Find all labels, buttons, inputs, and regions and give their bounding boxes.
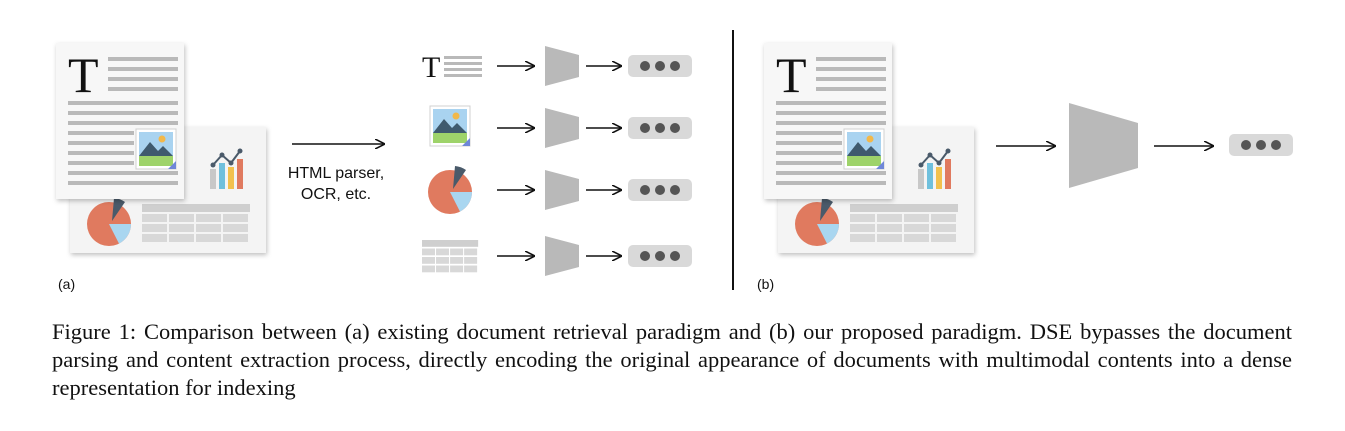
embedding-vector — [628, 55, 692, 77]
pipeline-row-text: T — [422, 46, 692, 86]
figure-diagram: T (a) HTML parser, OCR, etc. T — [0, 30, 1293, 292]
encoder-shape — [545, 170, 579, 210]
table-modality-icon — [422, 240, 479, 273]
dse-encoder-shape — [1069, 103, 1138, 188]
embedding-vector — [628, 245, 692, 267]
document-letter-icon: T — [68, 47, 99, 103]
encoder-shape — [545, 46, 579, 86]
parser-label-line1: HTML parser, — [288, 165, 384, 182]
document-stack-a: T — [56, 43, 266, 253]
document-letter-icon: T — [776, 47, 807, 103]
figure-caption: Figure 1: Comparison between (a) existin… — [52, 319, 1292, 400]
parser-label-line2: OCR, etc. — [301, 186, 371, 203]
encoder-shape — [545, 108, 579, 148]
svg-text:T: T — [422, 51, 440, 84]
document-stack-b: T — [764, 43, 974, 253]
panel-b-label: (b) — [757, 276, 774, 292]
pipeline-row-image — [429, 105, 692, 148]
pipeline-row-table — [422, 236, 692, 276]
dense-embedding-vector — [1229, 134, 1293, 156]
embedding-vector — [628, 117, 692, 139]
panel-b: T (b) — [757, 43, 1293, 292]
pipeline-row-chart — [428, 166, 692, 214]
encoder-shape — [545, 236, 579, 276]
embedding-vector — [628, 179, 692, 201]
panel-a: T (a) HTML parser, OCR, etc. T — [56, 43, 692, 292]
chart-modality-icon — [428, 166, 472, 214]
text-modality-icon: T — [422, 51, 482, 84]
panel-a-label: (a) — [58, 276, 75, 292]
image-modality-icon — [429, 105, 471, 147]
